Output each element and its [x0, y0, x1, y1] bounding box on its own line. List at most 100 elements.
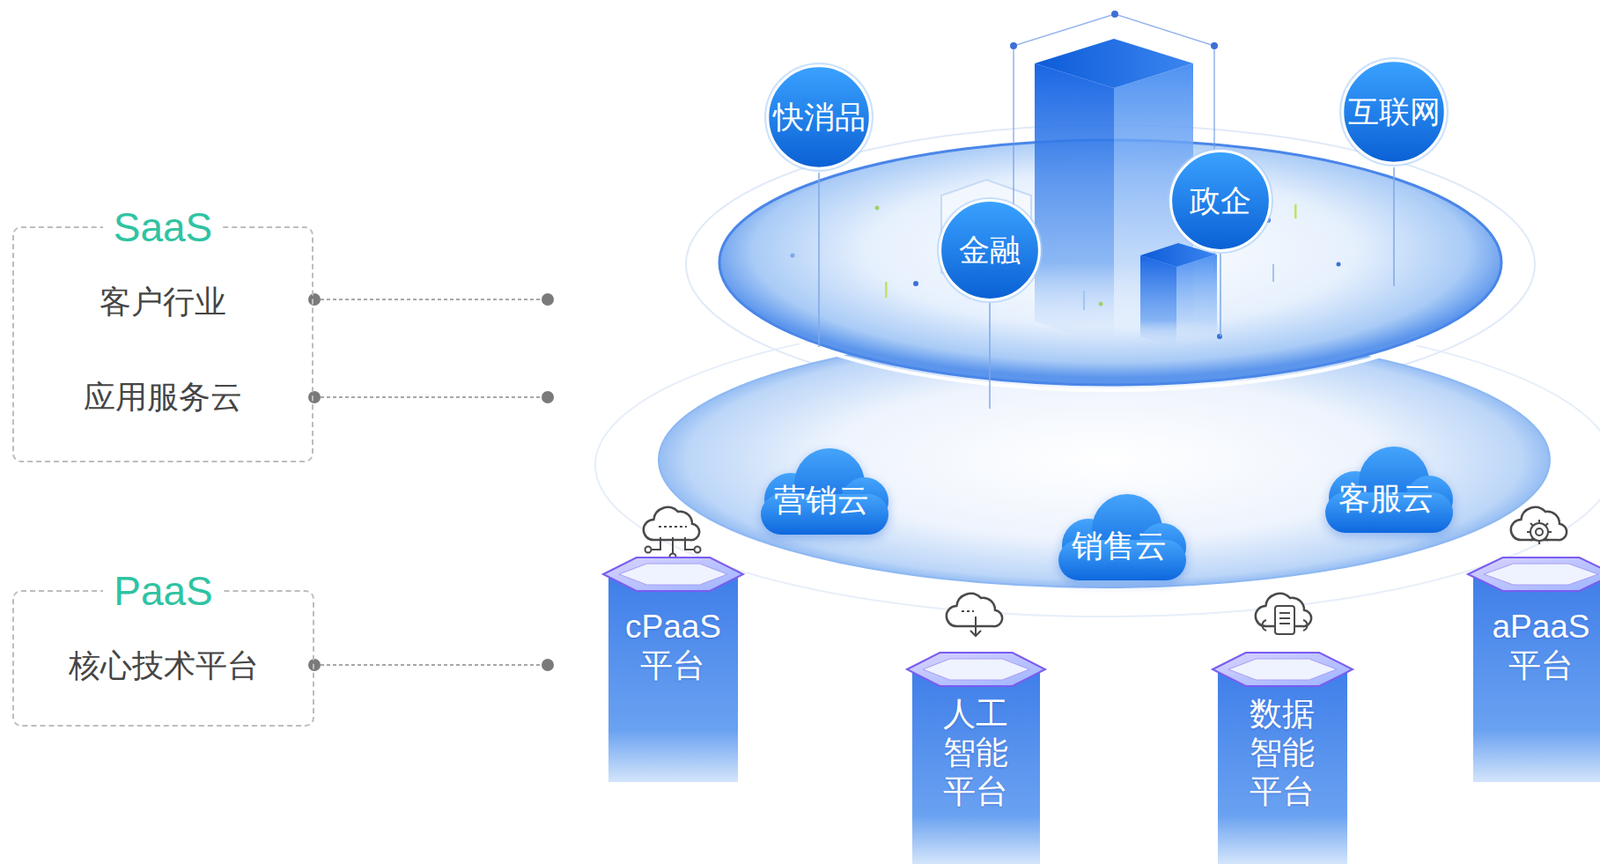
- sparkle: [1294, 204, 1298, 219]
- stem-line: [818, 167, 1394, 409]
- leader-line: [314, 663, 548, 666]
- platform-icon: [649, 537, 696, 555]
- platform-icon: [1262, 619, 1308, 631]
- platform-pillar: 数据 智能 平台: [1209, 648, 1357, 864]
- sparkle: [913, 280, 919, 287]
- group-item: 核心技术平台: [14, 648, 313, 684]
- platform-icon: [961, 610, 974, 612]
- pillar-label: aPaaS 平台: [1489, 607, 1593, 686]
- platform-icon: [1275, 605, 1295, 635]
- industry-circle: 快消品: [764, 62, 874, 172]
- group-item: 客户行业: [14, 284, 312, 320]
- stem-line: [818, 172, 820, 347]
- circle-shape: [1171, 151, 1271, 251]
- pillar-cap: [1483, 563, 1599, 585]
- building-frame: [1010, 42, 1018, 50]
- platform-pillar: 人工 智能 平台: [903, 648, 1049, 864]
- cloud-label: 客服云: [1338, 480, 1434, 517]
- small-building: [1176, 254, 1217, 348]
- leader-line: [308, 293, 554, 671]
- cloud-label: 销售云: [1071, 528, 1167, 564]
- industry-label: 快消品: [773, 100, 866, 135]
- small-building: [1140, 255, 1177, 348]
- pillar-body: [1473, 574, 1600, 782]
- leader-line: [541, 390, 554, 404]
- leader-line: [308, 390, 321, 404]
- pillar-label: 数据 智能 平台: [1246, 694, 1319, 812]
- pillar-cap: [906, 652, 1046, 686]
- circle-shape: [940, 200, 1040, 301]
- dashed-group-box: SaaS客户行业应用服务云: [12, 226, 314, 463]
- platform-icon: [643, 507, 700, 540]
- small-building: [1140, 243, 1217, 348]
- leader-line: [314, 298, 548, 301]
- tall-building: [1034, 63, 1114, 348]
- platform-icon: [694, 546, 701, 553]
- platform-icon: [970, 616, 981, 636]
- circle-glow: [1339, 57, 1449, 167]
- platform-icon: [1535, 528, 1543, 536]
- sparkle: [1098, 302, 1104, 307]
- stem-line: [988, 302, 991, 409]
- pillar-cap: [619, 563, 728, 585]
- leader-line: [541, 658, 554, 671]
- sparkle: [1336, 262, 1342, 267]
- leader-line: [308, 658, 321, 671]
- cloud-label: 营销云: [774, 482, 870, 518]
- industry-label: 政企: [1189, 184, 1252, 219]
- pillar-cap: [1467, 557, 1600, 591]
- industry-circle: 政企: [1167, 147, 1274, 254]
- leader-line: [314, 396, 548, 399]
- circle-glow: [936, 197, 1043, 303]
- group-item: 应用服务云: [14, 379, 312, 415]
- industry-circle: 金融: [936, 197, 1043, 303]
- platform-icon: [645, 546, 652, 553]
- platform-icon: [1511, 507, 1567, 540]
- sparkle: [1272, 264, 1275, 282]
- service-cloud: 销售云: [1042, 488, 1196, 583]
- building-frame: [1210, 42, 1218, 50]
- pillar-label: cPaaS 平台: [620, 607, 725, 686]
- platform-pillar: aPaaS 平台: [1464, 552, 1600, 782]
- circle-glow: [764, 62, 874, 172]
- cloud-shape: [1058, 494, 1187, 581]
- service-cloud: 客服云: [1309, 441, 1463, 536]
- cloud-shape: [760, 448, 889, 535]
- pillar-cap: [1228, 658, 1337, 680]
- circle-shape: [1342, 60, 1446, 164]
- platform-icon: [946, 593, 1003, 627]
- service-cloud: 营销云: [744, 442, 899, 538]
- sparkle: [1083, 290, 1085, 310]
- pillar-cap: [922, 658, 1030, 680]
- sparkle: [875, 206, 880, 211]
- circle-glow: [1167, 147, 1274, 254]
- platform-icon: [1279, 612, 1291, 624]
- sparkle: [884, 281, 888, 298]
- industry-circle: 互联网: [1339, 57, 1449, 167]
- sparkle: [1216, 333, 1223, 340]
- group-heading: SaaS: [103, 202, 224, 252]
- cloud-shape: [1325, 446, 1453, 533]
- pillar-body: [608, 574, 738, 782]
- platform-pillar: cPaaS 平台: [599, 552, 747, 782]
- pillar-cap: [1212, 652, 1353, 686]
- circle-shape: [767, 66, 871, 170]
- industry-label: 金融: [958, 233, 1021, 268]
- dashed-group-box: PaaS核心技术平台: [12, 589, 315, 727]
- sparkle: [790, 253, 796, 259]
- platform-icon: [658, 525, 687, 528]
- leader-line: [308, 293, 321, 306]
- building-frame: [1111, 10, 1119, 18]
- group-heading: PaaS: [103, 566, 224, 616]
- stem-line: [1393, 167, 1395, 287]
- tall-building: [1034, 38, 1194, 89]
- industry-label: 互联网: [1348, 95, 1441, 130]
- pillar-label: 人工 智能 平台: [940, 694, 1012, 812]
- pillar-body: [1217, 669, 1348, 864]
- stem-line: [1219, 253, 1222, 337]
- platform-icon: [1526, 519, 1552, 545]
- pillar-cap: [603, 557, 744, 591]
- pillar-body: [912, 669, 1040, 864]
- leader-line: [541, 293, 554, 306]
